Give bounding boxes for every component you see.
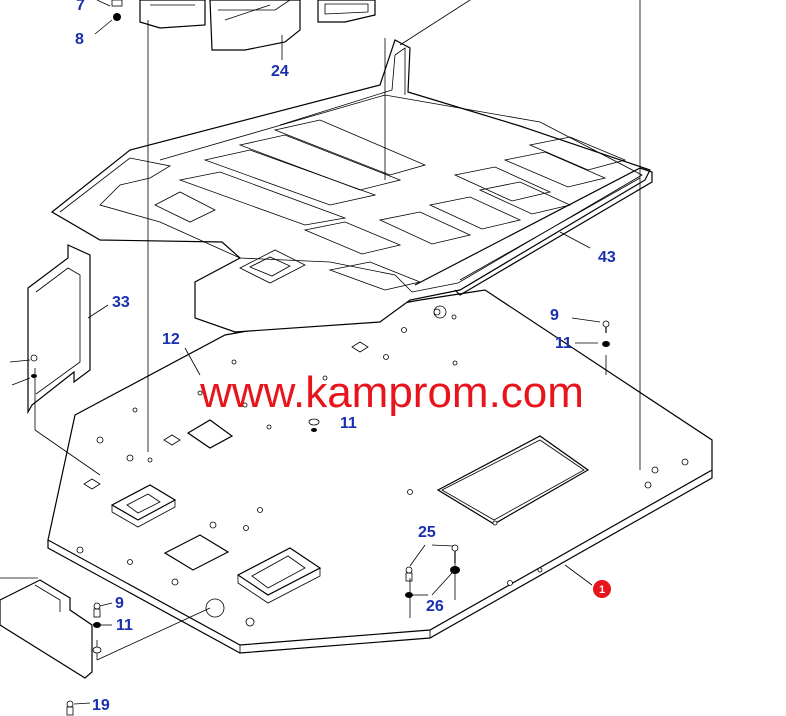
callout-33: 33 [112,294,130,311]
callout-7: 7 [76,0,85,14]
callout-9-upper: 9 [550,307,559,324]
top-bracket [139,0,376,51]
main-part-badge: 1 [593,580,611,598]
callout-11-lower: 11 [116,617,133,634]
watermark: www.kamprom.com [199,368,584,417]
callout-1: 1 [599,584,605,596]
callout-24: 24 [271,63,289,80]
callout-43: 43 [598,249,616,266]
leader-lines [0,0,601,705]
callout-11-upper: 11 [555,335,572,352]
fasteners [30,0,610,716]
floor-plate [47,289,713,654]
callout-9-lower: 9 [115,595,124,612]
callout-12: 12 [162,331,180,348]
callout-26: 26 [426,598,444,615]
upper-frame [50,39,653,333]
side-bracket [27,244,91,415]
lower-left-bracket [0,579,93,679]
callout-25: 25 [418,524,436,541]
callout-8: 8 [75,31,84,48]
callout-19: 19 [92,697,110,714]
callout-11-center: 11 [340,415,357,432]
callout-labels: 7 8 24 43 33 12 9 11 11 25 26 9 11 19 [75,0,616,714]
